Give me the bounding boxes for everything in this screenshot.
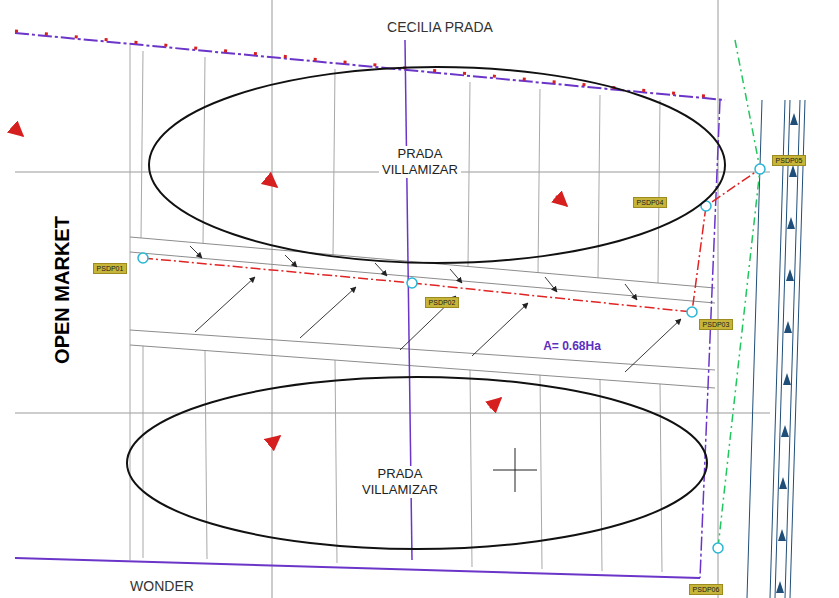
lot-ellipse: PRADA VILLAMIZAR [147, 65, 727, 265]
flow-arrow [625, 319, 681, 372]
canal-flow-triangle [776, 113, 798, 593]
owner-name: PRADA VILLAMIZAR [359, 466, 441, 498]
boundary-line [15, 33, 725, 100]
manhole-tag: PSDP01 [93, 263, 128, 274]
manhole-id: PSDP04 [637, 198, 664, 207]
ellipse-outline [125, 375, 709, 551]
slope-arrow [556, 196, 567, 206]
lot-ellipse: PRADA VILLAMIZAR [125, 375, 709, 551]
manhole [138, 253, 148, 263]
neighbor-name: WONDER [128, 578, 196, 594]
drain-pipe [143, 169, 760, 312]
flow-arrow [450, 269, 462, 283]
manhole-id: PSDP06 [693, 585, 720, 594]
area-label: A= 0.68Ha [541, 339, 603, 353]
manhole-tag: PSDP03 [699, 319, 734, 330]
flow-arrow [545, 277, 557, 292]
flow-arrow [375, 263, 387, 276]
flow-arrow [300, 287, 356, 338]
slope-arrow [269, 436, 280, 445]
flow-arrow [195, 277, 255, 332]
slope-arrow [14, 128, 23, 136]
slope-arrow [490, 398, 501, 408]
manhole-id: PSDP05 [776, 156, 803, 165]
boundary-line [700, 100, 720, 578]
sewer-line [718, 40, 760, 548]
manhole [407, 278, 417, 288]
manhole [687, 307, 697, 317]
manhole [755, 164, 765, 174]
manhole-tag: PSDP06 [689, 584, 724, 595]
lot-ellipse-shape [149, 67, 725, 263]
manhole-tag: PSDP04 [633, 197, 668, 208]
neighbor-name: OPEN MARKET [51, 214, 74, 366]
boundary-line [15, 558, 700, 578]
manhole-id: PSDP01 [97, 264, 124, 273]
cross-marker [493, 448, 537, 492]
owner-name: PRADA VILLAMIZAR [379, 146, 461, 178]
manhole-tag: PSDP05 [772, 155, 807, 166]
flow-arrow [285, 255, 297, 267]
lot-ellipse-shape [127, 377, 707, 549]
manhole-id: PSDP03 [703, 320, 730, 329]
manhole [713, 543, 723, 553]
grid-line [15, 0, 770, 598]
flow-arrow [472, 303, 528, 356]
lot-line [130, 45, 662, 572]
manhole-tag: PSDP02 [425, 297, 460, 308]
slope-arrow [266, 178, 277, 187]
road-edge [130, 237, 715, 388]
canal-line [747, 100, 805, 598]
flow-arrow [190, 246, 202, 258]
neighbor-name: CECILIA PRADA [385, 19, 495, 35]
manhole-id: PSDP02 [429, 298, 456, 307]
flow-arrow [625, 284, 637, 300]
